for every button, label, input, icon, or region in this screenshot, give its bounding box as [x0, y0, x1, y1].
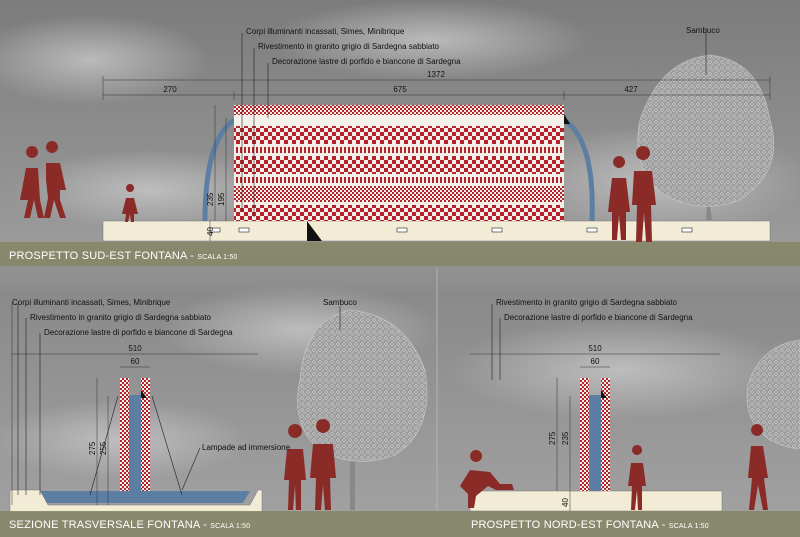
water-arc-right: [562, 117, 595, 222]
human-figures-left: [284, 419, 336, 510]
label-cladding-right: Rivestimento in granito grigio di Sardeg…: [496, 298, 678, 307]
dimension-lines-right: [470, 353, 720, 511]
tree-edge-right: [746, 339, 800, 449]
elevation-north-east: 510 60 275 235 40 Rivestimento in granit…: [460, 298, 800, 512]
dim-235-right: 235: [561, 431, 570, 445]
dim-middle: 675: [393, 85, 407, 94]
dim-total: 1372: [427, 70, 445, 79]
label-decoration-right: Decorazione lastre di porfido e biancone…: [504, 313, 693, 322]
label-lighting-left: Corpi illuminanti incassati, Simes, Mini…: [12, 298, 171, 307]
dim-base-40: 40: [206, 227, 215, 236]
dim-right: 427: [624, 85, 638, 94]
dim-275-left: 275: [88, 441, 97, 455]
label-tree-top: Sambuco: [686, 26, 720, 35]
base-step-shadow: [307, 221, 322, 241]
title-sezione: SEZIONE TRASVERSALE FONTANA - SCALA 1:50: [9, 519, 250, 531]
fountain-base: [102, 220, 771, 242]
dimension-lines-left: [11, 302, 258, 505]
label-lighting-top: Corpi illuminanti incassati, Simes, Mini…: [246, 27, 405, 36]
dim-inner-60-right: 60: [591, 357, 600, 366]
dim-width-510-right: 510: [588, 344, 602, 353]
label-cladding-top: Rivestimento in granito grigio di Sardeg…: [258, 42, 440, 51]
tree-sambuco-top: [637, 54, 774, 220]
water-column-ne: [589, 395, 601, 491]
dim-40-right: 40: [561, 498, 570, 507]
leader-lines-top: [241, 32, 707, 217]
label-tree-left: Sambuco: [323, 298, 357, 307]
human-figures-right: [460, 424, 768, 510]
dim-height-235: 235: [206, 192, 215, 206]
pillar-right: [141, 378, 150, 491]
label-decoration-left: Decorazione lastre di porfido e biancone…: [44, 328, 233, 337]
dim-275-right: 275: [548, 431, 557, 445]
dim-255-left: 255: [99, 441, 108, 455]
water-column: [129, 395, 141, 491]
dim-width-510-left: 510: [128, 344, 142, 353]
label-decoration-top: Decorazione lastre di porfido e biancone…: [272, 57, 461, 66]
dim-left: 270: [163, 85, 177, 94]
human-figures-top: [20, 141, 656, 242]
pillar-ne-left: [580, 378, 589, 491]
title-band-top: [0, 242, 800, 266]
decorated-wall: [234, 105, 570, 221]
pillar-left: [120, 378, 129, 491]
fountain-base-ne: [469, 490, 723, 512]
dim-inner-60-left: 60: [131, 357, 140, 366]
dimension-lines-top: [102, 76, 771, 241]
basin-water: [40, 491, 250, 503]
elevation-south-east: 1372 270 675 427 235 195 40 Corpi illumi…: [20, 26, 774, 242]
title-band-bottom: [0, 511, 800, 537]
leader-lines-left: [17, 304, 341, 495]
pillar-ne-right: [601, 378, 610, 491]
section-transversal: 510 60 275 255 Corpi illuminanti incassa…: [9, 298, 428, 513]
label-cladding-left: Rivestimento in granito grigio di Sardeg…: [30, 313, 212, 322]
dim-height-195: 195: [217, 192, 226, 206]
leader-lines-right: [491, 304, 501, 380]
title-sud-est: PROSPETTO SUD-EST FONTANA - SCALA 1:50: [9, 250, 238, 262]
label-lamps: Lampade ad immersione: [202, 443, 291, 452]
water-arc-left: [202, 117, 236, 222]
title-nord-est: PROSPETTO NORD-EST FONTANA - SCALA 1:50: [471, 519, 709, 531]
